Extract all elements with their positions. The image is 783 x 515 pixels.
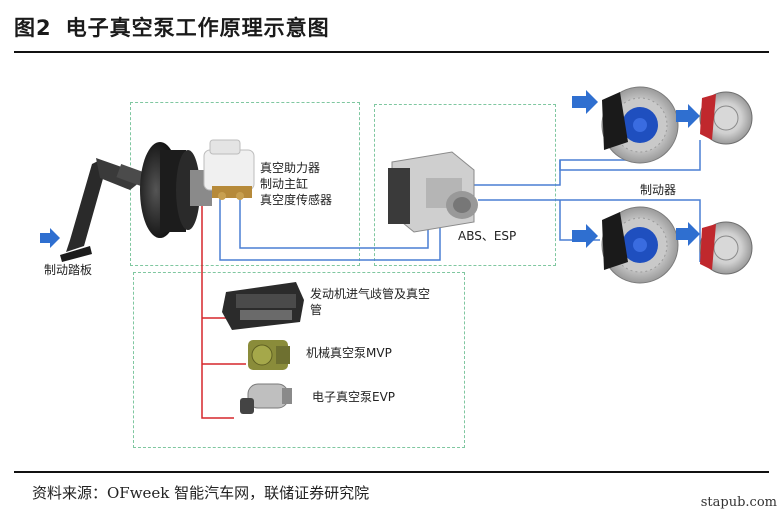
- vacuum-booster-illustration: [140, 139, 255, 238]
- evp-illustration: [240, 383, 292, 414]
- evp-label: 电子真空泵EVP: [312, 390, 396, 404]
- brake-pedal-illustration: [60, 158, 146, 262]
- hydraulic-line-booster-abs-1: [239, 197, 429, 249]
- abs-module-illustration: [388, 151, 478, 233]
- mvp-illustration: [248, 340, 290, 370]
- front-brake-arrow-icon: [572, 90, 598, 114]
- booster-label: 真空助力器 制动主缸 真空度传感器: [260, 160, 332, 208]
- intake-label-line1: 发动机进气歧管及真空: [310, 287, 431, 301]
- pedal-label: 制动踏板: [44, 263, 93, 277]
- booster-label-line3: 真空度传感器: [260, 193, 333, 207]
- hydraulic-line-booster-abs-2: [219, 197, 441, 261]
- brake-label: 制动器: [640, 183, 677, 197]
- booster-label-line1: 真空助力器: [260, 161, 321, 175]
- abs-label: ABS、ESP: [458, 229, 517, 243]
- front-disc-arrow-icon: [676, 104, 700, 128]
- source-note: 资料来源：OFweek 智能汽车网，联储证券研究院: [32, 484, 370, 502]
- bottom-rule: [14, 471, 769, 473]
- figure-title-text: 电子真空泵工作原理示意图: [65, 16, 330, 40]
- hydraulic-line-abs-front-disc: [559, 140, 701, 171]
- intake-manifold-illustration: [222, 282, 304, 330]
- hydraulic-lines: [219, 140, 701, 262]
- intake-label-line2: 管: [310, 303, 323, 317]
- rear-brake-illustration: [601, 206, 679, 284]
- booster-label-line2: 制动主缸: [260, 177, 309, 191]
- top-rule: [14, 51, 769, 53]
- rear-disc-illustration: [699, 221, 753, 275]
- watermark: stapub.com: [700, 495, 777, 510]
- front-brake-illustration: [601, 86, 679, 164]
- rear-brake-arrow-icon: [572, 224, 598, 248]
- vacuum-source-region-box: [133, 272, 465, 448]
- rear-disc-arrow-icon: [676, 222, 700, 246]
- pedal-arrow-icon: [40, 228, 60, 248]
- front-disc-illustration: [699, 91, 753, 145]
- mvp-label: 机械真空泵MVP: [306, 346, 392, 360]
- intake-label: 发动机进气歧管及真空 管: [310, 286, 430, 318]
- figure-number: 图2: [14, 16, 52, 40]
- hydraulic-line-abs-rear-brake: [478, 199, 701, 262]
- vacuum-line-main: [201, 203, 234, 419]
- hydraulic-line-abs-front-brake: [468, 159, 630, 186]
- figure-title: 图2 电子真空泵工作原理示意图: [14, 12, 330, 42]
